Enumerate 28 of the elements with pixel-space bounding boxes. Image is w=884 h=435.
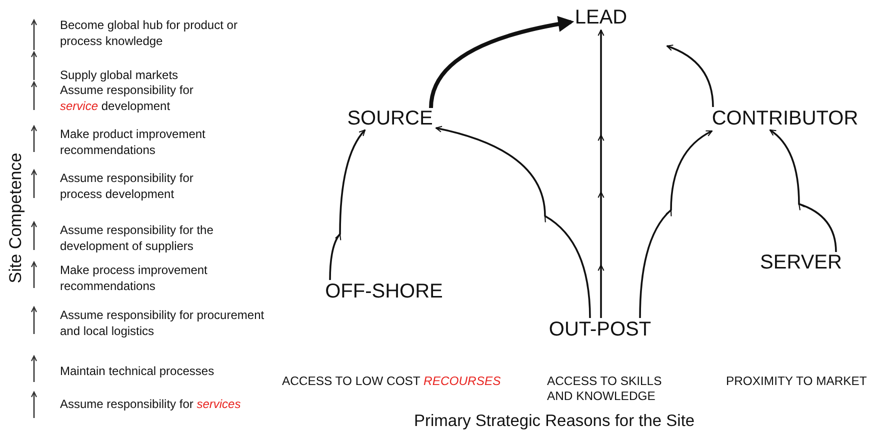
category-label: PROXIMITY TO MARKET xyxy=(726,374,868,389)
stage-label: OFF-SHORE xyxy=(325,280,443,304)
axis-title: Primary Strategic Reasons for the Site xyxy=(414,414,696,429)
axis-title: Site Competence xyxy=(6,152,26,284)
curved-arrow xyxy=(639,130,713,318)
competence-item: Assume responsibility for the development of suppliers xyxy=(60,222,214,254)
stage-label: OUT-POST xyxy=(548,318,652,342)
stage-label: SOURCE xyxy=(347,108,433,130)
competence-item: Assume responsibility for process development xyxy=(60,170,194,202)
competence-item: Make process improvement recommendations xyxy=(60,262,208,294)
competence-item: Maintain technical processes xyxy=(60,363,216,379)
curved-arrow xyxy=(598,30,604,318)
competence-item: Assume responsibility for services xyxy=(60,396,242,412)
stage-label: SERVER xyxy=(760,252,842,274)
curved-arrow xyxy=(435,126,591,318)
competence-item: Become global hub for product or process knowledge xyxy=(60,17,238,49)
competence-item: Assume responsibility for procurement and local logistics xyxy=(60,307,266,339)
competence-item: Assume responsibility for service development xyxy=(60,82,194,114)
curved-arrow xyxy=(666,44,714,108)
stage-label: CONTRIBUTOR xyxy=(712,108,858,130)
competence-item: Supply global markets xyxy=(60,67,180,83)
curved-arrow xyxy=(769,129,837,252)
stage-label: LEAD xyxy=(574,6,628,30)
category-label: ACCESS TO LOW COST RECOURSES xyxy=(282,374,502,389)
competence-item: Make product improvement recommendations xyxy=(60,126,206,158)
curved-arrow xyxy=(329,129,366,280)
curved-arrow xyxy=(429,16,574,110)
category-label: ACCESS TO SKILLS AND KNOWLEDGE xyxy=(547,374,663,404)
